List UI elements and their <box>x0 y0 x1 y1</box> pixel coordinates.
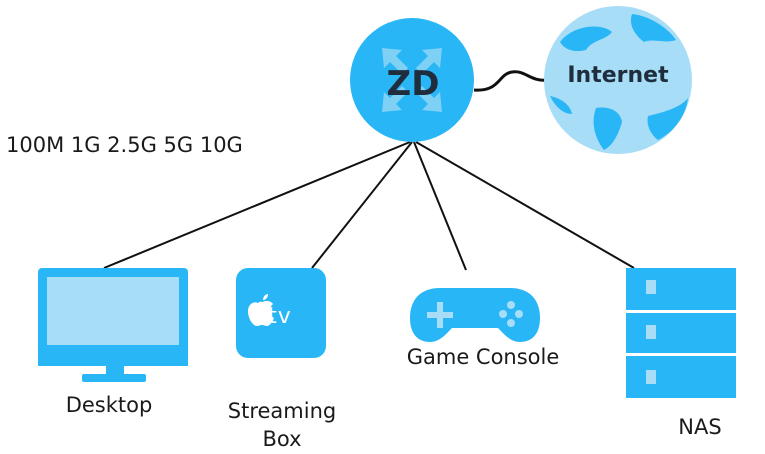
streaming-box-icon <box>236 268 326 358</box>
globe-icon <box>544 6 692 154</box>
link-streaming-box <box>311 141 413 269</box>
streaming-box-label-line1: Streaming <box>227 399 337 423</box>
router-label: ZD <box>386 64 440 104</box>
connection-lines <box>103 141 635 271</box>
game-console-label: Game Console <box>406 345 560 369</box>
link-nas <box>415 141 635 269</box>
desktop-monitor-icon <box>38 268 188 382</box>
speed-options-text: 100M 1G 2.5G 5G 10G <box>6 133 243 157</box>
streaming-box-badge: tv <box>268 304 292 329</box>
link-desktop <box>103 141 411 269</box>
nas-label: NAS <box>678 415 722 439</box>
link-game-console <box>413 141 467 271</box>
nas-server-icon <box>626 268 736 398</box>
router-icon <box>350 18 474 142</box>
game-controller-icon <box>410 288 540 342</box>
internet-link <box>473 70 549 92</box>
internet-label: Internet <box>567 63 669 88</box>
desktop-label: Desktop <box>65 393 153 417</box>
streaming-box-label-line2: Box <box>262 427 302 451</box>
